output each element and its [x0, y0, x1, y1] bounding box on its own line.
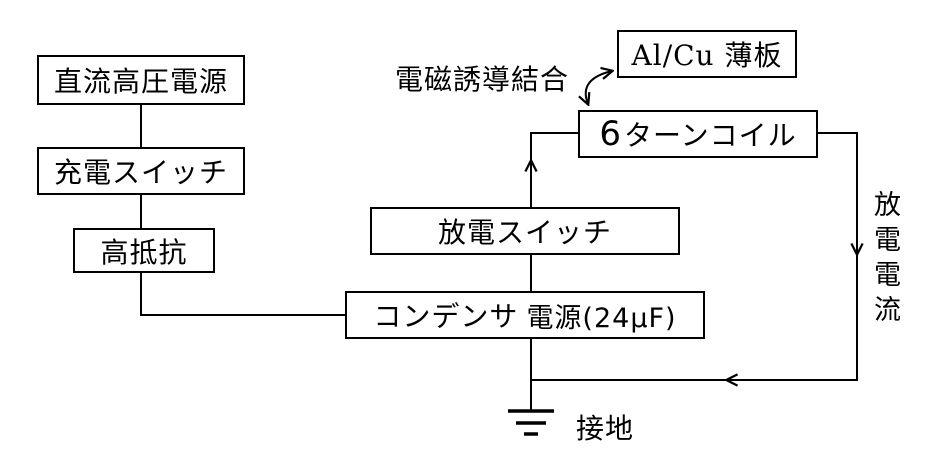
- box-capacitor-label-part2: 電源(24μF): [526, 302, 677, 334]
- box-dc-high-voltage-power-label: 直流高圧電源: [53, 65, 228, 98]
- wire-dischargeswitch-to-coil: [530, 132, 578, 207]
- box-coil-number: 6: [599, 114, 623, 154]
- discharge-current-label: 放電電流: [869, 190, 900, 330]
- box-high-resistance-label: 高抵抗: [100, 235, 188, 269]
- box-high-resistance: 高抵抗: [73, 228, 215, 273]
- box-al-cu-plate: Al/Cu 薄板: [617, 30, 797, 78]
- box-al-cu-plate-label: Al/Cu 薄板: [631, 39, 783, 72]
- wire-resistance-to-capacitor: [140, 273, 345, 316]
- box-capacitor-label-part1: コンデンサ: [373, 300, 519, 333]
- coupling-arrow: [586, 71, 612, 104]
- ground-label: 接地: [576, 412, 635, 445]
- box-six-turn-coil: 6 ターンコイル: [578, 110, 818, 158]
- ground-symbol: [508, 409, 554, 436]
- box-capacitor-power: コンデンサ 電源(24μF): [345, 291, 705, 339]
- box-discharge-switch-label: 放電スイッチ: [437, 216, 612, 249]
- induction-coupling-label: 電磁誘導結合: [395, 63, 570, 96]
- box-charge-switch: 充電スイッチ: [37, 147, 245, 195]
- box-dc-high-voltage-power: 直流高圧電源: [37, 55, 245, 105]
- wire-coil-return-loop: [531, 132, 858, 381]
- box-discharge-switch: 放電スイッチ: [370, 207, 680, 255]
- box-coil-label: ターンコイル: [624, 119, 797, 152]
- box-charge-switch-label: 充電スイッチ: [53, 156, 228, 189]
